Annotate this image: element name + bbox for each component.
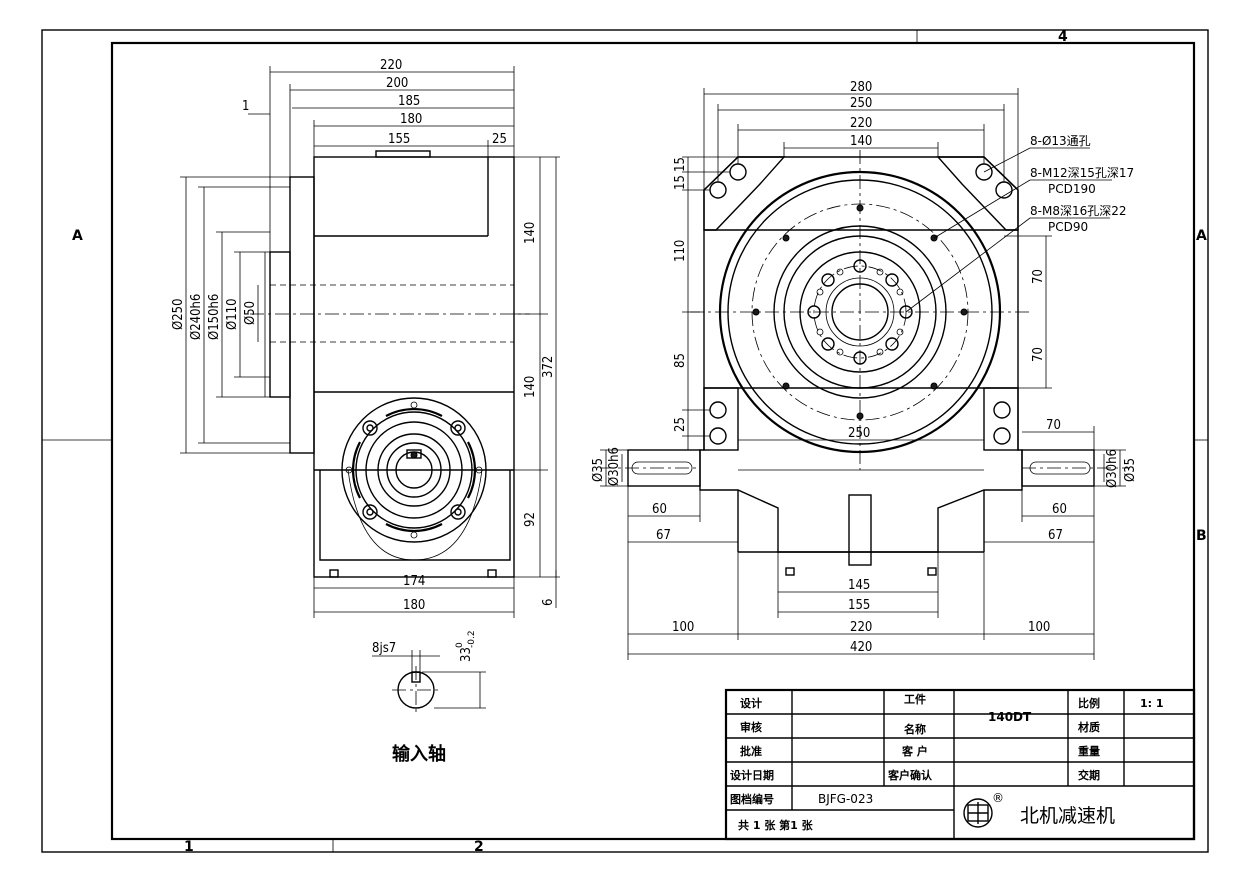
tb-registered-mark: ® <box>992 791 1004 805</box>
inner-frame <box>110 41 1196 841</box>
dim-70-a: 70 <box>1031 269 1046 284</box>
tb-drawing-no-label: 图档编号 <box>730 792 774 806</box>
tb-material: 材质 <box>1078 720 1100 734</box>
dim-220-top: 220 <box>850 116 872 131</box>
zone-label-4: 4 <box>1058 29 1068 45</box>
dim-220-bottom: 220 <box>850 620 872 635</box>
dim-420: 420 <box>850 640 872 655</box>
zone-label-2: 2 <box>474 839 484 855</box>
dim-phi35-right: Ø35 <box>1123 458 1138 482</box>
dim-phi30h6-left: Ø30h6 <box>607 447 622 486</box>
dim-155-side: 155 <box>388 132 410 147</box>
input-shaft-caption: 输入轴 <box>392 743 446 765</box>
dim-280: 280 <box>850 80 872 95</box>
tb-delivery: 交期 <box>1078 768 1100 782</box>
tb-scale-value: 1: 1 <box>1140 697 1164 710</box>
dim-140-side-a: 140 <box>523 222 538 244</box>
dim-phi30h6-right: Ø30h6 <box>1105 449 1120 488</box>
dim-100-left: 100 <box>672 620 694 635</box>
company-logo <box>963 798 993 828</box>
zone-label-a-left: A <box>72 228 83 244</box>
tb-weight: 重量 <box>1078 744 1100 758</box>
dim-phi250: Ø250 <box>171 298 186 330</box>
dim-25-front: 25 <box>673 417 688 432</box>
tb-part-label-2: 名称 <box>904 722 926 736</box>
dim-100-right: 100 <box>1028 620 1050 635</box>
tb-design: 设计 <box>740 696 762 710</box>
dim-372: 372 <box>541 356 556 378</box>
dim-67-right: 67 <box>1048 528 1063 543</box>
dim-250-top: 250 <box>850 96 872 111</box>
dim-180-side-bot: 180 <box>403 598 425 613</box>
tb-customer: 客 户 <box>901 744 928 758</box>
dim-phi150h6: Ø150h6 <box>207 294 222 340</box>
dim-60-right: 60 <box>1052 502 1067 517</box>
key-detail: 8js7 33 0 -0.2 输入轴 <box>372 630 486 765</box>
dim-8js7: 8js7 <box>372 641 396 656</box>
dim-145: 145 <box>848 578 870 593</box>
tb-sheets: 共 1 张 第1 张 <box>738 818 814 832</box>
dim-phi35-left: Ø35 <box>591 458 606 482</box>
note-m12-holes: 8-M12深15孔深17 <box>1030 166 1134 180</box>
dim-6: 6 <box>541 599 556 606</box>
front-view: 280 250 220 140 15 15 110 85 25 70 70 25… <box>591 80 1138 660</box>
dim-60-left: 60 <box>652 502 667 517</box>
dim-15-b: 15 <box>673 175 688 190</box>
dim-70-shaft: 70 <box>1046 418 1061 433</box>
tb-customer-confirm: 客户确认 <box>887 768 933 782</box>
dim-220-side: 220 <box>380 58 402 73</box>
dim-1-side: 1 <box>242 99 249 114</box>
note-pcd190: PCD190 <box>1048 182 1096 196</box>
title-block: 设计 审核 批准 设计日期 图档编号 BJFG-023 共 1 张 第1 张 工… <box>724 688 1196 841</box>
tb-company-name: 北机减速机 <box>1020 805 1115 827</box>
dim-33: 33 <box>459 647 474 662</box>
dim-phi240h6: Ø240h6 <box>189 294 204 340</box>
dim-110: 110 <box>673 240 688 262</box>
note-m8-holes: 8-M8深16孔深22 <box>1030 204 1127 218</box>
dim-70-b: 70 <box>1031 347 1046 362</box>
tb-review: 审核 <box>740 720 762 734</box>
note-pcd90: PCD90 <box>1048 220 1088 234</box>
dim-155-front: 155 <box>848 598 870 613</box>
dim-140-side-b: 140 <box>523 376 538 398</box>
dim-15-a: 15 <box>673 157 688 172</box>
dim-185-side: 185 <box>398 94 420 109</box>
dim-phi110: Ø110 <box>225 298 240 330</box>
zone-label-1: 1 <box>184 839 194 855</box>
tb-part-label-1: 工件 <box>904 692 926 706</box>
side-view: 220 200 185 180 155 25 1 Ø250 Ø240h6 Ø15… <box>171 58 560 618</box>
dim-92: 92 <box>523 512 538 527</box>
note-thru-holes: 8-Ø13通孔 <box>1030 134 1091 148</box>
tol-33-upper: 0 <box>455 642 465 648</box>
dim-25-side: 25 <box>492 132 507 147</box>
dim-phi50: Ø50 <box>243 301 258 325</box>
tb-design-date: 设计日期 <box>730 768 774 782</box>
tb-approve: 批准 <box>740 744 762 758</box>
dim-67-left: 67 <box>656 528 671 543</box>
dim-85: 85 <box>673 353 688 368</box>
zone-label-a-right: A <box>1196 228 1207 244</box>
tol-33-lower: -0.2 <box>467 630 477 648</box>
dim-174: 174 <box>403 574 425 589</box>
outer-frame <box>41 29 1209 853</box>
tb-part-name: 140DT <box>988 710 1032 724</box>
tb-drawing-no: BJFG-023 <box>818 792 873 806</box>
zone-label-b-right: B <box>1196 528 1207 544</box>
dim-180-side-top: 180 <box>400 112 422 127</box>
tb-scale-label: 比例 <box>1078 696 1100 710</box>
dim-250-inner: 250 <box>848 426 870 441</box>
dim-140-front: 140 <box>850 134 872 149</box>
dim-200-side: 200 <box>386 76 408 91</box>
